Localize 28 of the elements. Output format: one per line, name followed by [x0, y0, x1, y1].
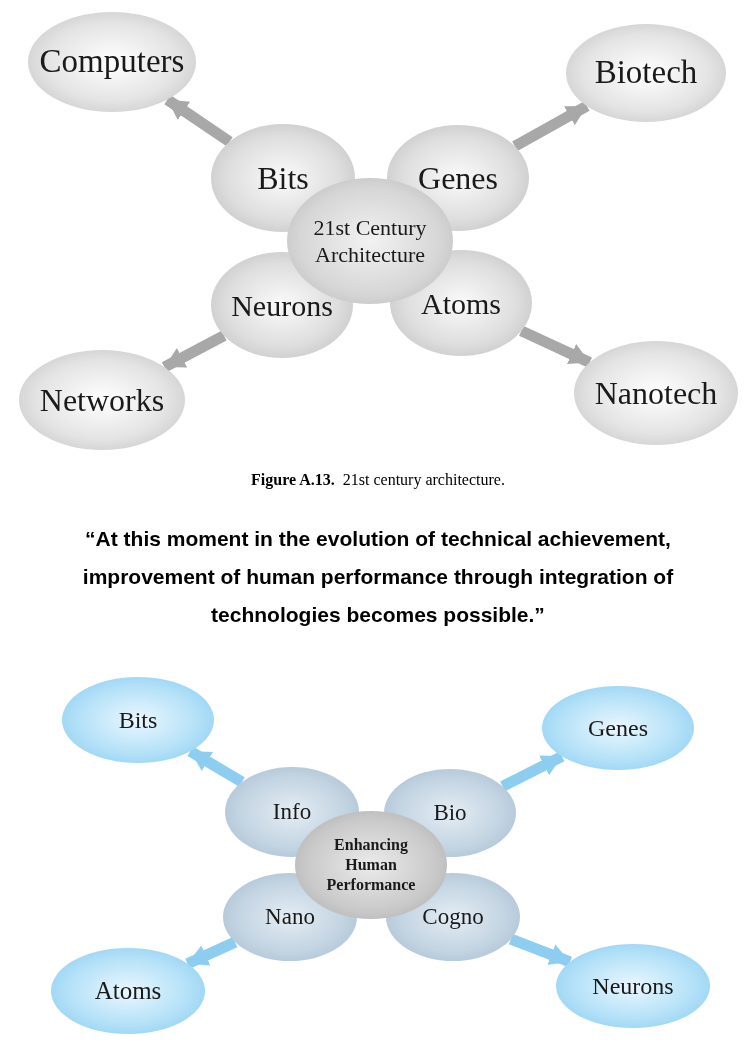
node-label: Neurons	[592, 972, 674, 1001]
arrow	[185, 937, 238, 969]
quote-text: “At this moment in the evolution of technical achievement, improvement of human performance through integration of technologies becomes possible.”	[81, 526, 675, 628]
arrow	[512, 101, 590, 152]
node-label: Bits	[118, 706, 158, 735]
arrow	[161, 330, 227, 372]
node-label: Bio	[433, 798, 467, 827]
node-label: Cogno	[422, 902, 484, 931]
figure-caption: Figure A.13. 21st century architecture.	[251, 470, 505, 491]
node-label: Genes	[588, 714, 648, 743]
node-label: Atoms	[94, 976, 162, 1007]
arrow	[500, 751, 565, 792]
node-label: Genes	[418, 159, 498, 198]
arrow	[508, 934, 572, 967]
arrow	[187, 746, 245, 787]
node-label: 21st Century Architecture	[312, 213, 428, 269]
node-label: Nanotech	[594, 374, 718, 413]
node-label: Nano	[265, 902, 315, 931]
arrow	[519, 325, 592, 368]
node-label: Biotech	[594, 53, 698, 93]
node-label: Neurons	[231, 287, 333, 324]
node-label: Atoms	[421, 285, 501, 322]
node-label: Info	[272, 797, 312, 826]
node-label: Enhancing Human Performance	[325, 835, 417, 895]
node-label: Computers	[39, 42, 185, 82]
node-label: Bits	[257, 159, 309, 198]
node-label: Networks	[39, 381, 165, 420]
arrow	[164, 95, 233, 147]
